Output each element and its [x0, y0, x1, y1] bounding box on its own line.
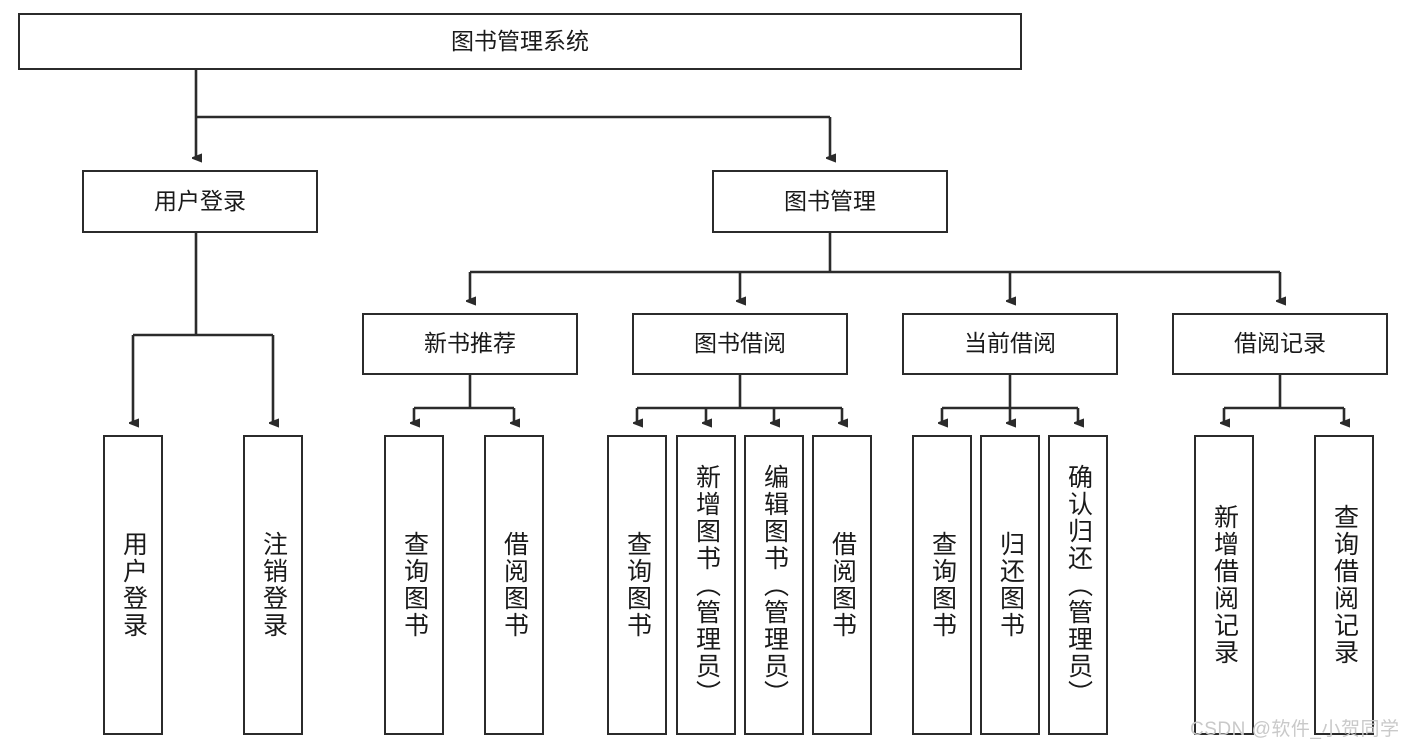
node-borrow-record[interactable]: 借阅记录 — [1172, 313, 1388, 375]
node-label: 图书借阅 — [694, 330, 786, 357]
node-label: 新增图书（管理员） — [692, 463, 721, 707]
node-label: 新书推荐 — [424, 330, 516, 357]
leaf-record-query-record[interactable]: 查询借阅记录 — [1314, 435, 1374, 735]
leaf-user-login-logout[interactable]: 注销登录 — [243, 435, 303, 735]
node-book-borrow[interactable]: 图书借阅 — [632, 313, 848, 375]
node-label: 图书管理 — [784, 187, 876, 214]
node-label: 注销登录 — [259, 531, 288, 639]
node-label: 查询图书 — [928, 531, 957, 639]
leaf-borrow-borrow-book[interactable]: 借阅图书 — [812, 435, 872, 735]
leaf-current-query-book[interactable]: 查询图书 — [912, 435, 972, 735]
leaf-borrow-add-book-admin[interactable]: 新增图书（管理员） — [676, 435, 736, 735]
node-book-management[interactable]: 图书管理 — [712, 170, 948, 233]
node-label: 确认归还（管理员） — [1064, 463, 1093, 707]
node-label: 编辑图书（管理员） — [760, 463, 789, 707]
node-label: 归还图书 — [996, 531, 1025, 639]
leaf-recommend-query-book[interactable]: 查询图书 — [384, 435, 444, 735]
node-label: 借阅记录 — [1234, 330, 1326, 357]
leaf-current-confirm-return-admin[interactable]: 确认归还（管理员） — [1048, 435, 1108, 735]
leaf-borrow-edit-book-admin[interactable]: 编辑图书（管理员） — [744, 435, 804, 735]
node-label: 查询借阅记录 — [1330, 504, 1359, 666]
leaf-borrow-query-book[interactable]: 查询图书 — [607, 435, 667, 735]
leaf-recommend-borrow-book[interactable]: 借阅图书 — [484, 435, 544, 735]
node-new-book-recommend[interactable]: 新书推荐 — [362, 313, 578, 375]
node-label: 用户登录 — [154, 187, 246, 214]
node-label: 查询图书 — [400, 531, 429, 639]
node-label: 借阅图书 — [828, 531, 857, 639]
node-root-system[interactable]: 图书管理系统 — [18, 13, 1022, 70]
node-user-login[interactable]: 用户登录 — [82, 170, 318, 233]
node-label: 当前借阅 — [964, 330, 1056, 357]
leaf-current-return-book[interactable]: 归还图书 — [980, 435, 1040, 735]
node-label: 新增借阅记录 — [1210, 504, 1239, 666]
leaf-user-login-login[interactable]: 用户登录 — [103, 435, 163, 735]
node-label: 用户登录 — [119, 531, 148, 639]
node-label: 查询图书 — [623, 531, 652, 639]
leaf-record-add-record[interactable]: 新增借阅记录 — [1194, 435, 1254, 735]
node-label: 图书管理系统 — [451, 27, 589, 54]
node-current-borrow[interactable]: 当前借阅 — [902, 313, 1118, 375]
node-label: 借阅图书 — [500, 531, 529, 639]
